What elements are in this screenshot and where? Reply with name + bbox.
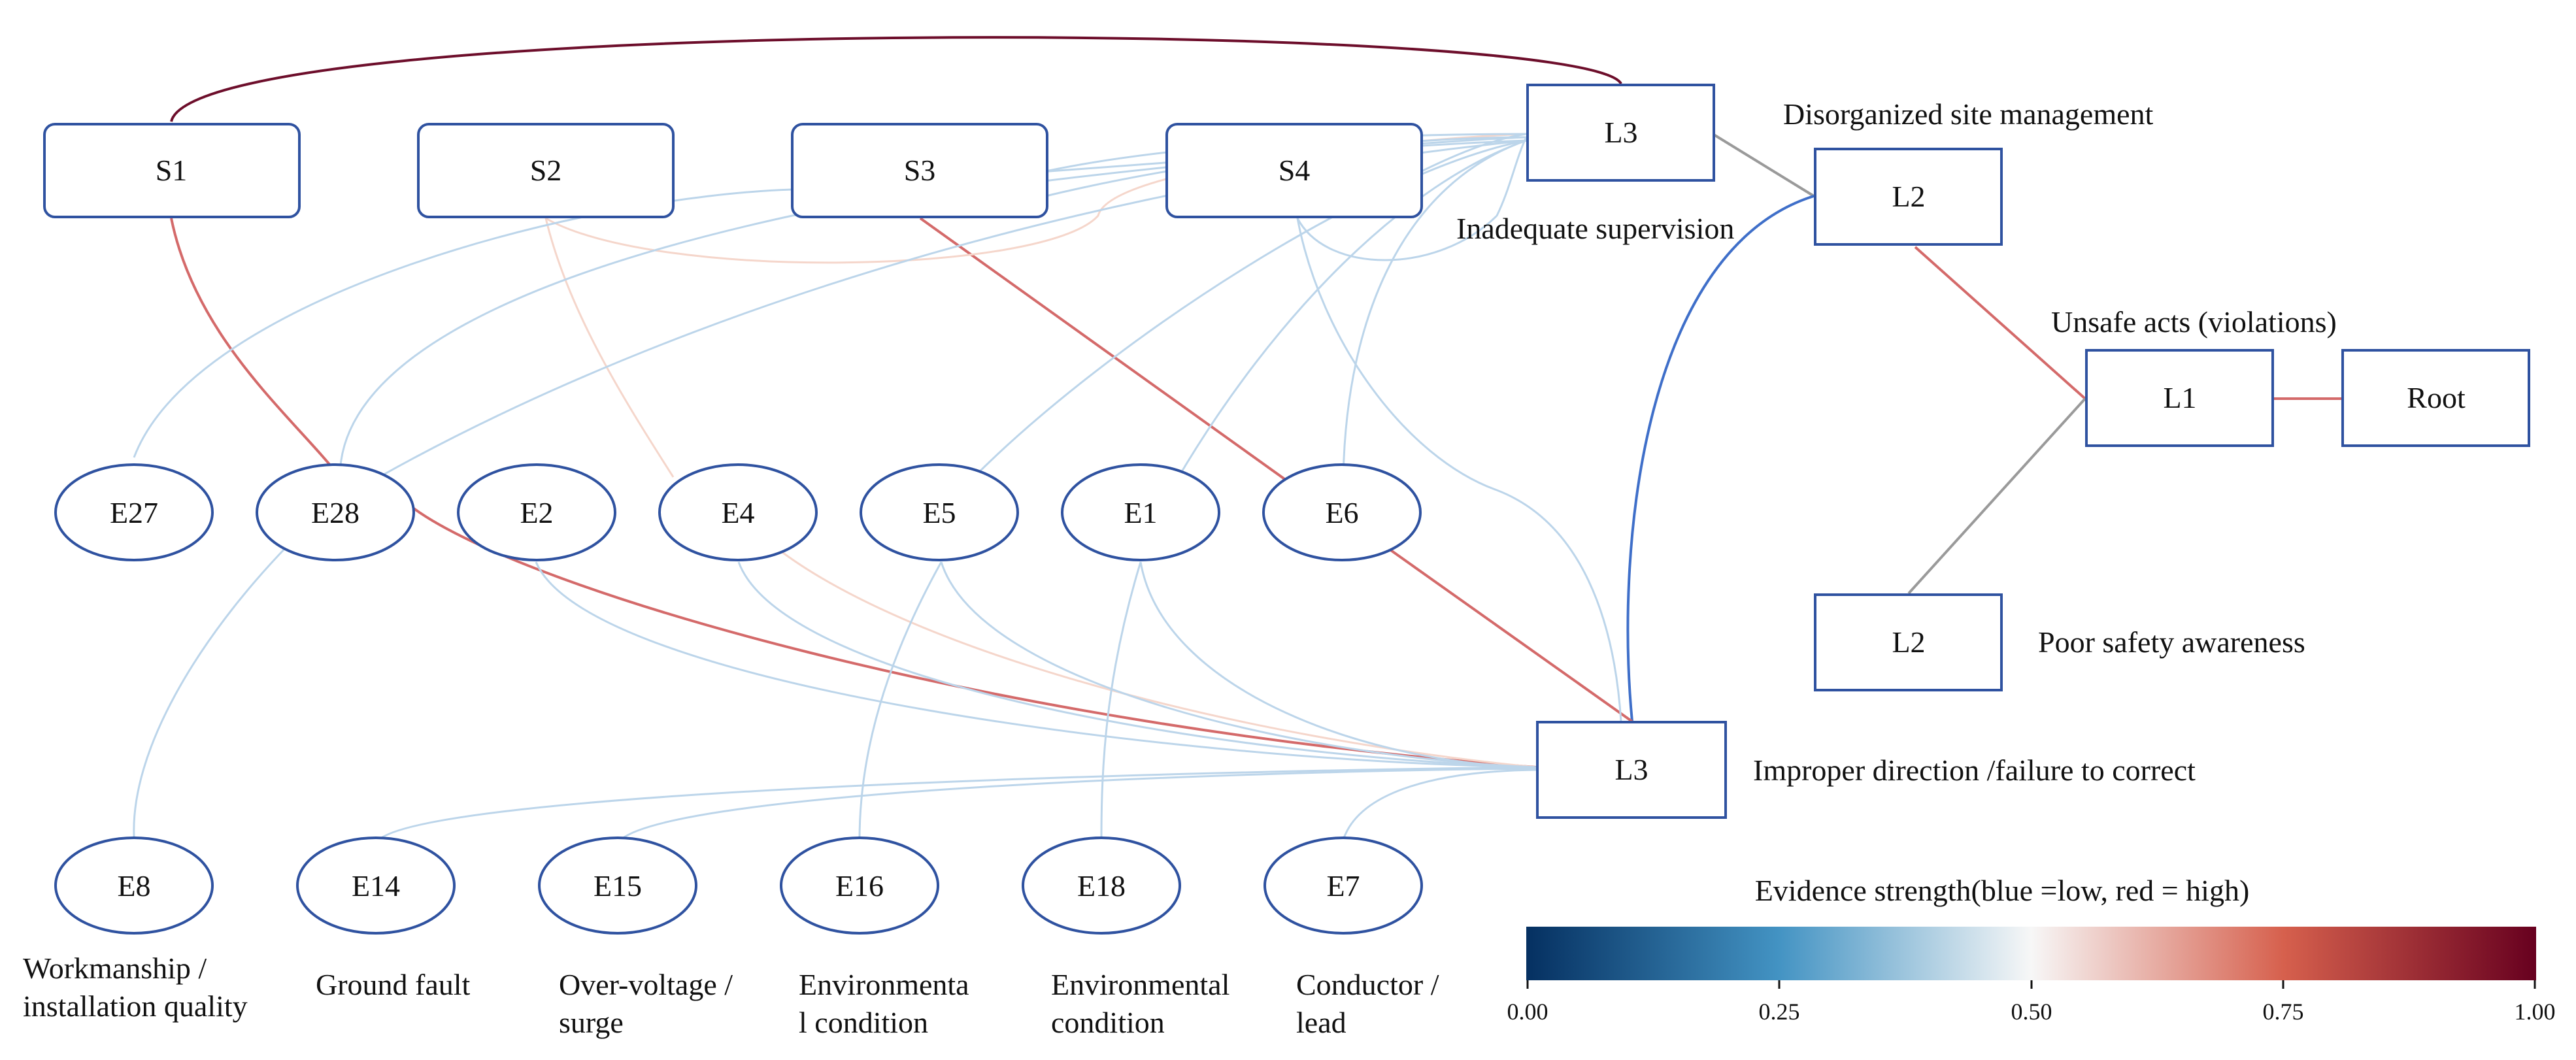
colorbar-tick-label-0: 0.00 [1507,999,1548,1025]
label-e8-line2: installation quality [23,989,248,1023]
colorbar-title: Evidence strength(blue =low, red = high) [1755,874,2250,907]
node-root-label: Root [2407,381,2466,414]
node-s3-label: S3 [904,154,936,187]
label-inadequate-supervision: Inadequate supervision [1456,212,1734,245]
edge-s4-l3-top-loop [1296,137,1528,261]
node-l2-top[interactable]: L2 [1814,148,2003,246]
edge-e4-l3-bottom-blue [737,561,1537,769]
label-poor-safety-awareness: Poor safety awareness [2038,625,2305,659]
label-unsafe-acts: Unsafe acts (violations) [2051,305,2337,339]
edge-e5-l3-bottom [940,561,1537,769]
edge-e1-e18 [1100,561,1142,840]
node-e14-label: E14 [352,869,400,903]
edge-e4-l3-bottom [777,548,1537,769]
edge-e7-l3-bottom [1342,769,1537,840]
node-e18-label: E18 [1077,869,1126,903]
node-s4-label: S4 [1279,154,1311,187]
edge-e5-l3-top [973,139,1527,478]
label-e15-line2: surge [559,1006,624,1039]
label-e16-line2: l condition [799,1006,928,1039]
node-e16-label: E16 [835,869,884,903]
node-root[interactable]: Root [2341,349,2530,447]
label-e7-line2: lead [1296,1006,1347,1039]
node-e15[interactable]: E15 [538,836,697,935]
node-l3-bottom[interactable]: L3 [1536,721,1727,819]
node-e16[interactable]: E16 [780,836,939,935]
node-e6[interactable]: E6 [1262,463,1422,561]
node-e15-label: E15 [594,869,642,903]
node-s4[interactable]: S4 [1165,123,1423,218]
node-l2-bottom-label: L2 [1892,625,1925,659]
edge-s1-e28 [170,218,341,478]
node-e2[interactable]: E2 [457,463,616,561]
edge-l2-l1 [1914,246,2086,400]
edge-e28-e8 [133,544,289,837]
edge-e2-l3-bottom [535,561,1537,769]
colorbar-tick-label-3: 0.75 [2263,999,2304,1025]
label-e16-line1: Environmenta [799,968,969,1001]
node-e28[interactable]: E28 [256,463,415,561]
edge-l3-l2-top [1713,133,1815,197]
label-disorganized-site-management: Disorganized site management [1783,97,2154,131]
node-e27-label: E27 [110,496,158,529]
edge-e1-l3-top [1175,139,1527,481]
edge-s1-l3-top [170,36,1622,122]
edge-e5-e16 [858,561,943,840]
node-e7[interactable]: E7 [1263,836,1423,935]
node-l3-top-label: L3 [1604,116,1637,149]
colorbar-tick-label-2: 0.50 [2011,999,2052,1025]
node-e18[interactable]: E18 [1022,836,1181,935]
node-e1-label: E1 [1124,496,1157,529]
node-l1-label: L1 [2163,381,2196,414]
node-e6-label: E6 [1325,496,1358,529]
node-e8[interactable]: E8 [54,836,214,935]
edge-l3-bottom-l2-top [1626,195,1815,722]
node-e4[interactable]: E4 [658,463,818,561]
label-e14: Ground fault [316,968,471,1001]
edge-s4-l3-bottom [1296,218,1622,722]
node-s1[interactable]: S1 [43,123,301,218]
node-e5-label: E5 [922,496,956,529]
node-l2-top-label: L2 [1892,180,1925,213]
edge-e6-l3-top [1342,139,1527,478]
label-e15-line1: Over-voltage / [559,968,733,1001]
node-e2-label: E2 [520,496,553,529]
node-s1-label: S1 [156,154,188,187]
edge-e1-l3-bottom [1139,561,1537,769]
node-s2-label: S2 [530,154,562,187]
node-e1[interactable]: E1 [1061,463,1220,561]
label-e18-line1: Environmental [1051,968,1229,1001]
node-s2[interactable]: S2 [417,123,675,218]
edge-e6-l3-bottom [1388,548,1633,723]
node-e7-label: E7 [1326,869,1360,903]
node-e14[interactable]: E14 [296,836,456,935]
colorbar-gradient [1526,927,2536,980]
colorbar: Evidence strength(blue =low, red = high)… [1507,874,2556,1025]
node-s3[interactable]: S3 [791,123,1048,218]
node-l3-bottom-label: L3 [1614,753,1648,786]
label-e18-line2: condition [1051,1006,1165,1039]
node-e5[interactable]: E5 [860,463,1019,561]
node-l2-bottom[interactable]: L2 [1814,593,2003,691]
node-e28-label: E28 [311,496,360,529]
edge-s2-e4 [544,218,675,478]
node-e27[interactable]: E27 [54,463,214,561]
label-e7-line1: Conductor / [1296,968,1439,1001]
colorbar-tick-label-4: 1.00 [2515,999,2556,1025]
colorbar-tick-label-1: 0.25 [1759,999,1800,1025]
edge-e14-l3-bottom [375,766,1537,844]
edge-e15-l3-bottom [616,767,1537,844]
node-e8-label: E8 [117,869,150,903]
label-e8-line1: Workmanship / [23,952,207,985]
edge-l2-bottom-l1 [1907,397,2086,595]
node-l1[interactable]: L1 [2085,349,2274,447]
node-e4-label: E4 [721,496,754,529]
node-l3-top[interactable]: L3 [1526,84,1715,182]
label-improper-direction: Improper direction /failure to correct [1753,754,2196,787]
edge-s3-e6 [919,217,1292,485]
